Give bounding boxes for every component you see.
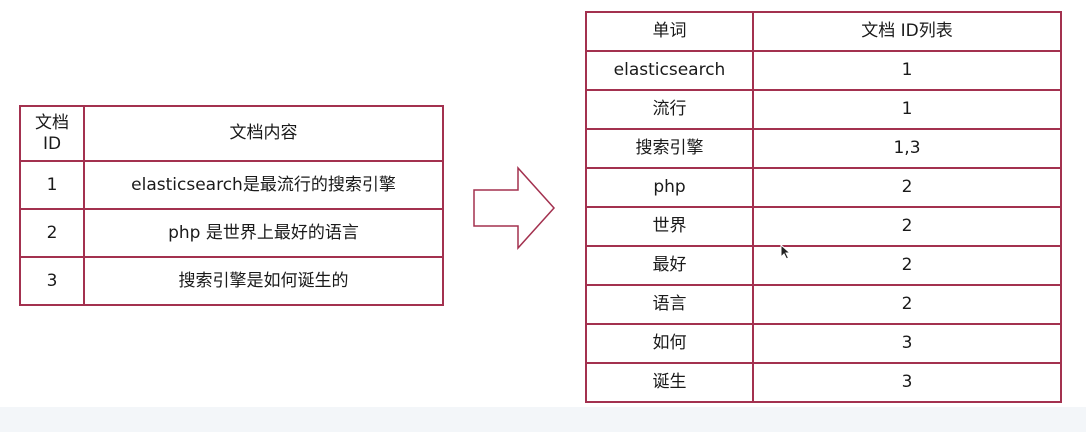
word-header: 单词 bbox=[585, 11, 754, 52]
index-row: 诞生 3 bbox=[585, 362, 1062, 403]
document-row: 1 elasticsearch是最流行的搜索引擎 bbox=[19, 160, 444, 210]
doc-id-cell: 3 bbox=[19, 256, 85, 306]
mouse-cursor-icon bbox=[780, 243, 792, 260]
word-cell: 世界 bbox=[585, 206, 754, 247]
doc-id-list-cell: 1 bbox=[752, 50, 1062, 91]
word-cell: elasticsearch bbox=[585, 50, 754, 91]
doc-id-list-cell: 1 bbox=[752, 89, 1062, 130]
doc-id-list-cell: 2 bbox=[752, 206, 1062, 247]
doc-id-list-header: 文档 ID列表 bbox=[752, 11, 1062, 52]
word-cell: 语言 bbox=[585, 284, 754, 325]
word-cell: 如何 bbox=[585, 323, 754, 364]
word-cell: 搜索引擎 bbox=[585, 128, 754, 169]
doc-id-list-cell: 2 bbox=[752, 167, 1062, 208]
doc-id-list-cell: 3 bbox=[752, 323, 1062, 364]
doc-id-list-cell: 3 bbox=[752, 362, 1062, 403]
doc-id-cell: 1 bbox=[19, 160, 85, 210]
index-row: 语言 2 bbox=[585, 284, 1062, 325]
doc-content-cell: 搜索引擎是如何诞生的 bbox=[83, 256, 444, 306]
word-cell: 诞生 bbox=[585, 362, 754, 403]
index-row: 如何 3 bbox=[585, 323, 1062, 364]
right-arrow-icon bbox=[473, 166, 556, 250]
inverted-index-header: 单词 文档 ID列表 bbox=[585, 11, 1062, 52]
inverted-index-table: 单词 文档 ID列表 elasticsearch 1 流行 1 搜索引擎 1,3… bbox=[585, 11, 1062, 403]
index-row: elasticsearch 1 bbox=[585, 50, 1062, 91]
document-table-header: 文档 ID 文档内容 bbox=[19, 105, 444, 162]
doc-content-cell: elasticsearch是最流行的搜索引擎 bbox=[83, 160, 444, 210]
word-cell: php bbox=[585, 167, 754, 208]
doc-id-list-cell: 2 bbox=[752, 245, 1062, 286]
document-row: 2 php 是世界上最好的语言 bbox=[19, 208, 444, 258]
word-cell: 流行 bbox=[585, 89, 754, 130]
doc-id-header: 文档 ID bbox=[19, 105, 85, 162]
index-row: 流行 1 bbox=[585, 89, 1062, 130]
doc-id-list-cell: 2 bbox=[752, 284, 1062, 325]
index-row: 最好 2 bbox=[585, 245, 1062, 286]
doc-id-cell: 2 bbox=[19, 208, 85, 258]
index-row: 世界 2 bbox=[585, 206, 1062, 247]
bottom-strip bbox=[0, 407, 1086, 432]
doc-id-list-cell: 1,3 bbox=[752, 128, 1062, 169]
doc-content-header: 文档内容 bbox=[83, 105, 444, 162]
index-row: php 2 bbox=[585, 167, 1062, 208]
doc-content-cell: php 是世界上最好的语言 bbox=[83, 208, 444, 258]
document-row: 3 搜索引擎是如何诞生的 bbox=[19, 256, 444, 306]
index-row: 搜索引擎 1,3 bbox=[585, 128, 1062, 169]
word-cell: 最好 bbox=[585, 245, 754, 286]
document-table: 文档 ID 文档内容 1 elasticsearch是最流行的搜索引擎 2 ph… bbox=[19, 105, 444, 306]
